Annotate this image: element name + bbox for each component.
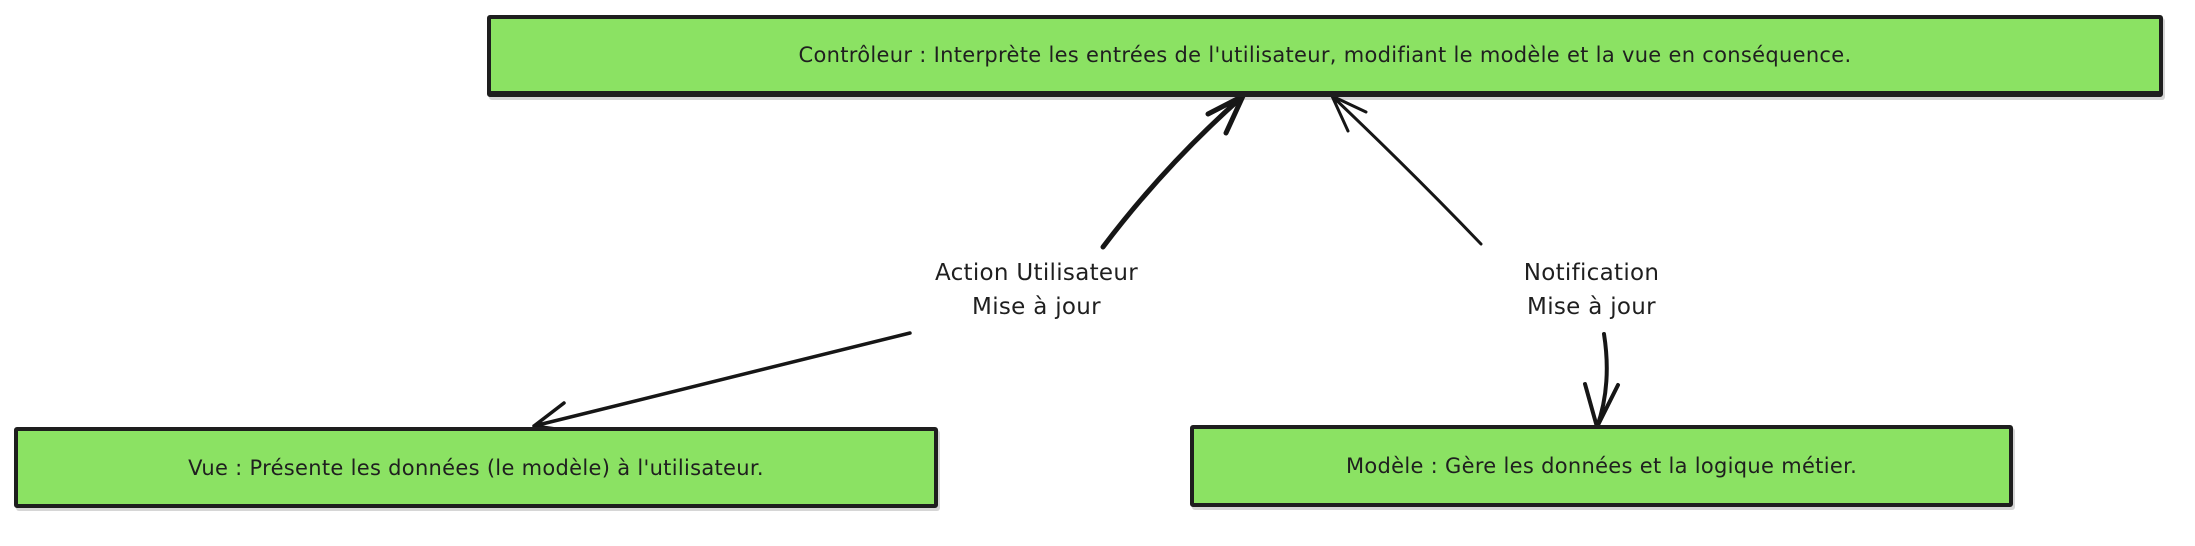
node-view-label: Vue : Présente les données (le modèle) à… bbox=[188, 455, 764, 480]
node-view: Vue : Présente les données (le modèle) à… bbox=[14, 427, 938, 508]
arrow-update-to-model bbox=[1583, 332, 1620, 429]
node-controller-label: Contrôleur : Interprète les entrées de l… bbox=[798, 43, 1852, 67]
arrow-update-to-view bbox=[532, 331, 912, 433]
node-model-label: Modèle : Gère les données et la logique … bbox=[1345, 454, 1858, 478]
edge-label-notification: Notification Mise à jour bbox=[1455, 256, 1728, 324]
node-model: Modèle : Gère les données et la logique … bbox=[1190, 425, 2013, 507]
edge-label-notification-line2: Mise à jour bbox=[1527, 294, 1656, 320]
node-controller: Contrôleur : Interprète les entrées de l… bbox=[487, 15, 2163, 97]
edge-label-notification-line1: Notification bbox=[1523, 260, 1660, 286]
edge-label-user-action-line1: Action Utilisateur bbox=[934, 260, 1139, 286]
edge-label-user-action-line2: Mise à jour bbox=[972, 294, 1101, 320]
edge-label-user-action: Action Utilisateur Mise à jour bbox=[895, 256, 1178, 324]
arrow-user-action-to-controller bbox=[1100, 93, 1246, 250]
arrow-notification-to-controller bbox=[1330, 94, 1483, 246]
